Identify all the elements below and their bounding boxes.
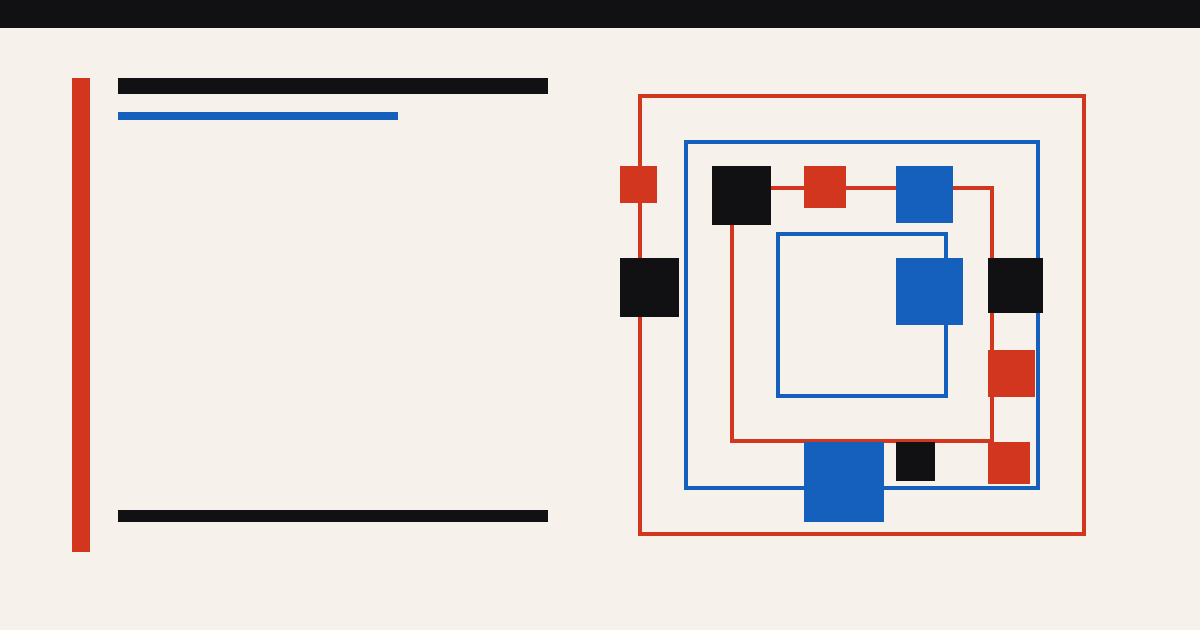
blue-square-center	[896, 258, 963, 325]
black-square-bottom	[896, 442, 935, 481]
black-square-right	[988, 258, 1043, 313]
third-red-frame	[730, 186, 994, 443]
blue-square-bottom	[804, 442, 884, 522]
black-square-left	[620, 258, 679, 317]
red-square-top	[804, 166, 846, 208]
blue-rule-sub	[118, 112, 398, 120]
blue-square-top	[896, 166, 953, 223]
red-square-bottom-right	[988, 442, 1030, 484]
black-rule-top	[118, 78, 548, 94]
red-accent-rail	[72, 78, 90, 552]
color-blocks	[620, 166, 1043, 522]
black-square-top	[712, 166, 771, 225]
red-square-right	[988, 350, 1035, 397]
top-bar	[0, 0, 1200, 28]
red-square-left-top	[620, 166, 657, 203]
black-rule-bottom	[118, 510, 548, 522]
